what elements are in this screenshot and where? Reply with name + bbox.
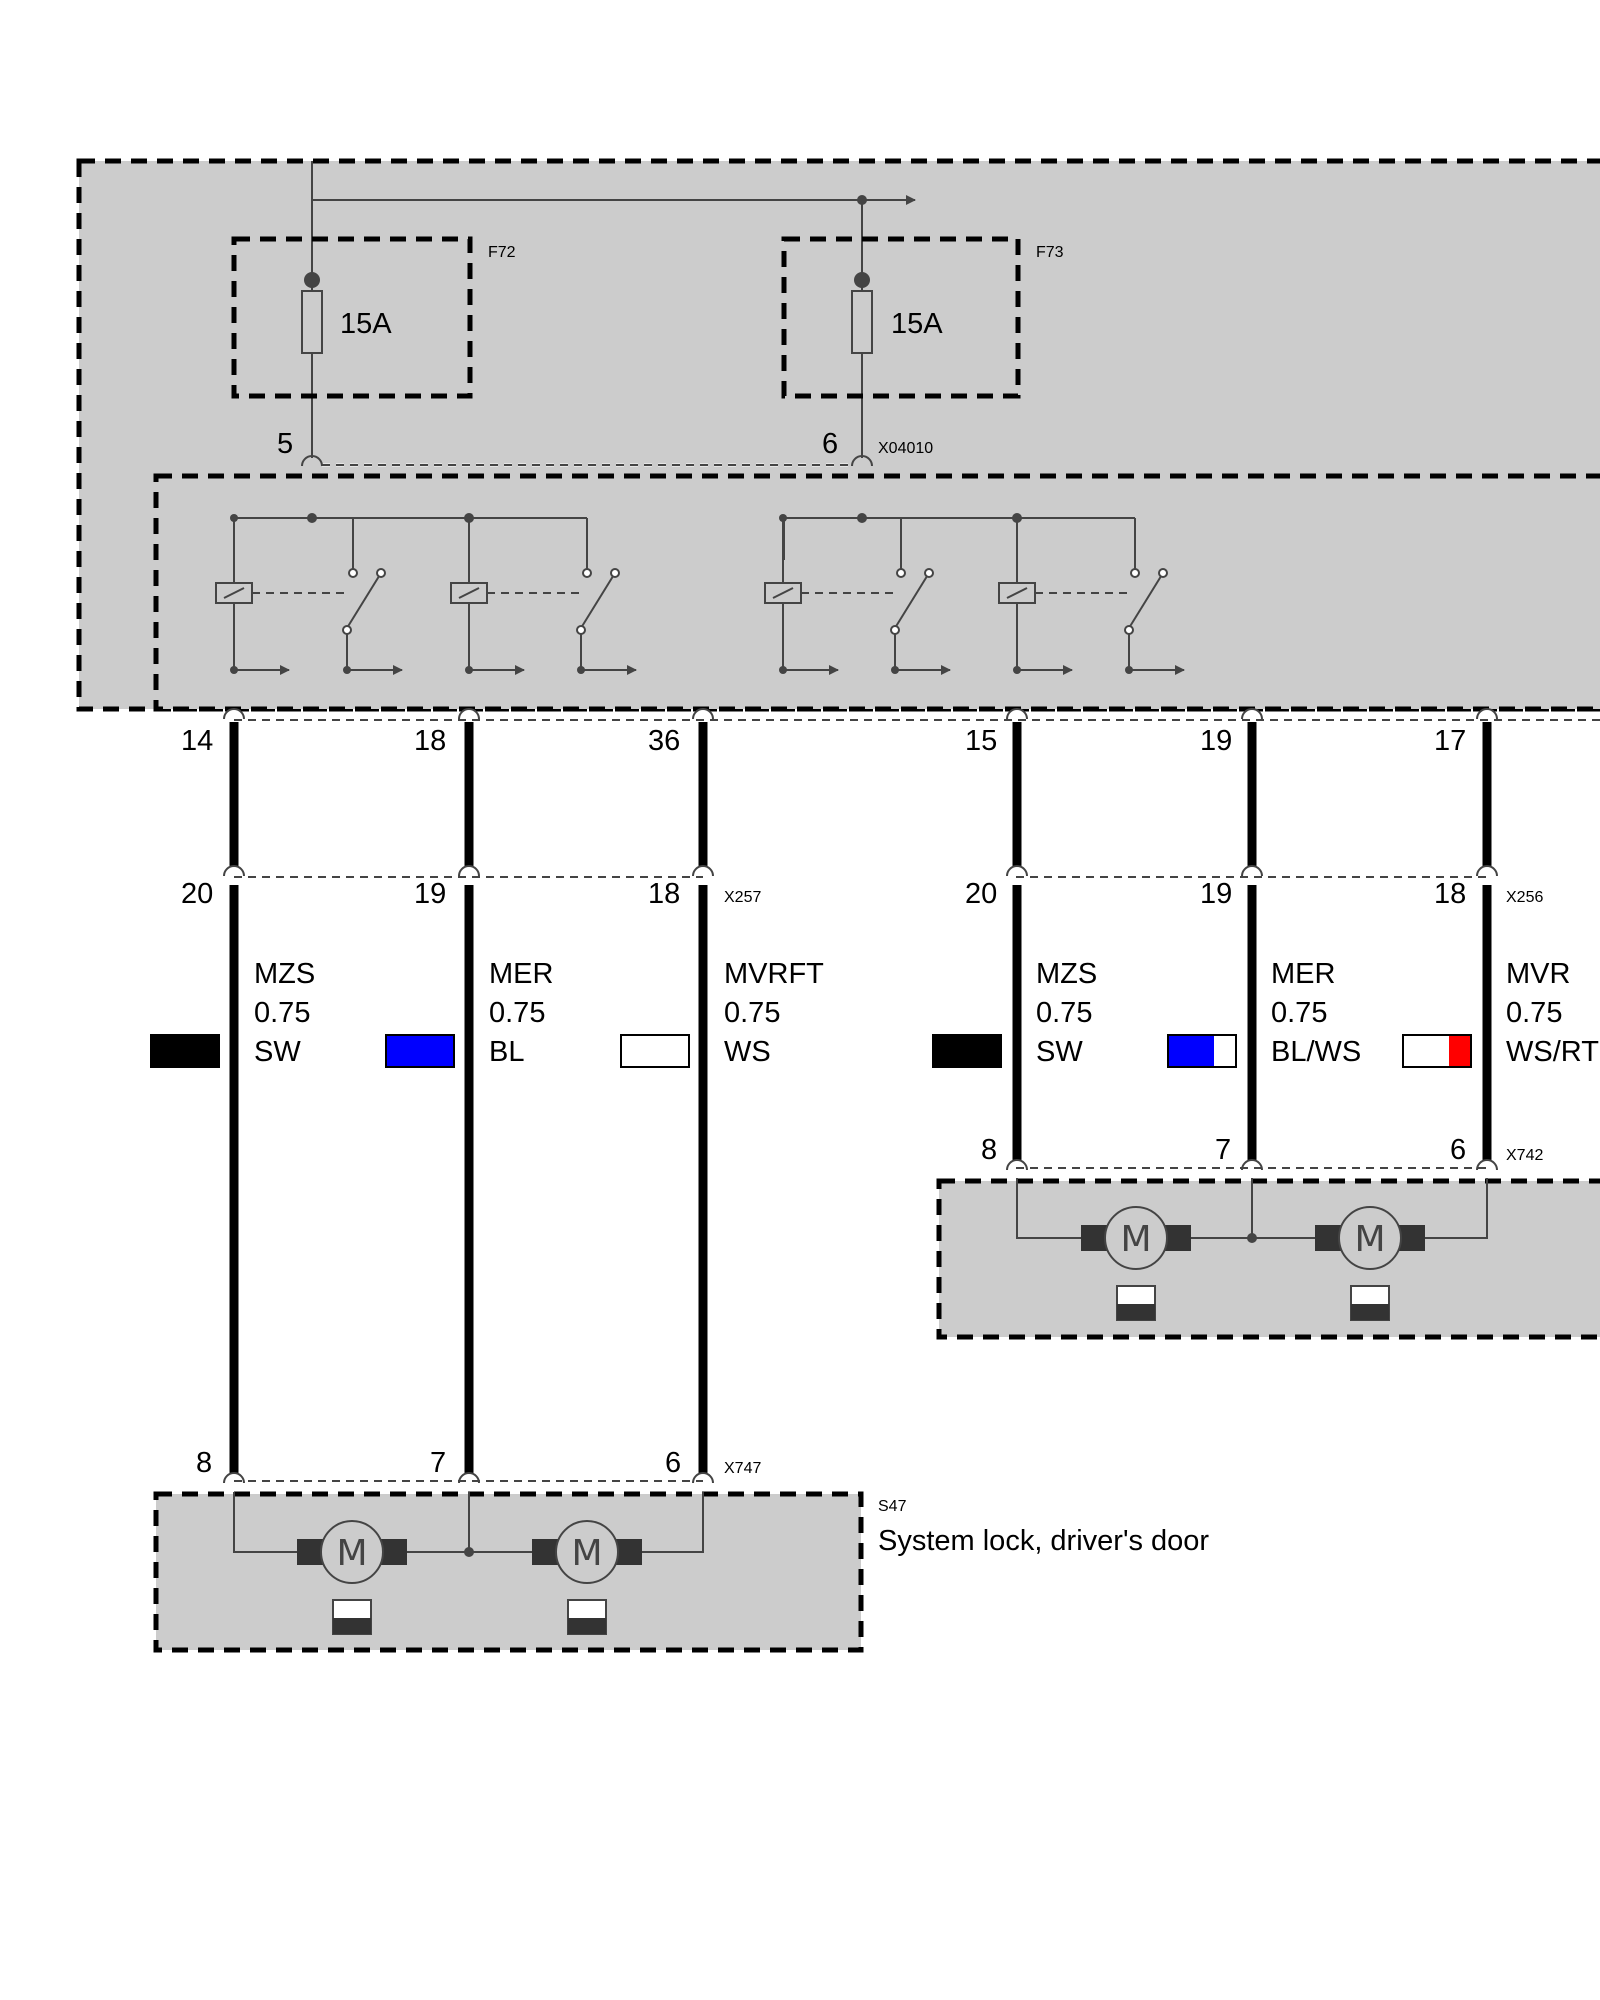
connector-x747-label: X747 [724,1460,761,1477]
connector-x04010-label: X04010 [878,440,933,457]
x747-pin-6: 6 [665,1447,681,1479]
wire-3-color-swatch [620,1034,690,1068]
pin-5: 5 [277,428,293,460]
wire-1-color-code: SW [254,1036,301,1068]
wire-5-signal: MER [1271,958,1335,990]
x742-pin-7: 7 [1215,1134,1231,1166]
wire-3-signal: MVRFT [724,958,824,990]
fuse-f73-label: F73 [1036,244,1064,261]
pin-19: 19 [1200,725,1232,757]
x256-pin-19: 19 [1200,878,1232,910]
wire-2-size: 0.75 [489,997,545,1029]
wire-3-size: 0.75 [724,997,780,1029]
relay-4 [998,514,1185,675]
relay-1 [215,514,403,675]
wire-6-signal: MVR [1506,958,1570,990]
pin-17: 17 [1434,725,1466,757]
fuse-f72: 15A F72 [231,236,516,399]
x747-pin-8: 8 [196,1447,212,1479]
motor-label: M [571,1533,602,1574]
motor-label: M [1354,1219,1385,1260]
fuse-f72-rating: 15A [340,308,392,340]
wire-labels: MZS 0.75 SW MER 0.75 BL MVRFT 0.75 WS MZ… [150,958,1599,1068]
component-s47-id: S47 [878,1498,907,1515]
motors: M M M M [297,1206,1425,1635]
wire-4-signal: MZS [1036,958,1097,990]
actuator-module-right: 8 7 6 X742 [936,1134,1600,1340]
relays [215,513,1185,675]
x742-pin-8: 8 [981,1134,997,1166]
motor-icon-2: M [1315,1206,1425,1321]
system-lock-drivers-door: 8 7 6 X747 S47 System lock, driver's doo… [153,1447,1209,1653]
pin-14: 14 [181,725,213,757]
connector-x256-label: X256 [1506,889,1543,906]
connector-x257: 20 19 18 X257 [181,876,761,910]
component-s47-name: System lock, driver's door [878,1525,1209,1557]
motor-label: M [336,1533,367,1574]
wire-6-size: 0.75 [1506,997,1562,1029]
wire-5-size: 0.75 [1271,997,1327,1029]
connector-x04010: 5 6 X04010 [277,428,933,467]
x257-pin-18: 18 [648,878,680,910]
pin-36: 36 [648,725,680,757]
wire-3-color-code: WS [724,1036,771,1068]
x256-pin-18: 18 [1434,878,1466,910]
pin-18: 18 [414,725,446,757]
motor-icon-4: M [532,1520,642,1635]
pin-6: 6 [822,428,838,460]
connector-x742-label: X742 [1506,1147,1543,1164]
x747-pin-7: 7 [430,1447,446,1479]
wire-1-signal: MZS [254,958,315,990]
wire-2-color-code: BL [489,1036,524,1068]
connector-x256: 20 19 18 X256 [965,876,1543,910]
wire-4-color-code: SW [1036,1036,1083,1068]
wire-4-color-swatch [932,1034,1002,1068]
wire-1-color-swatch [150,1034,220,1068]
wire-4-size: 0.75 [1036,997,1092,1029]
relay-3 [764,514,951,675]
relay-output-pins: 14 18 36 15 19 17 [181,725,1466,757]
relay-2 [450,514,637,675]
motor-icon-3: M [297,1520,407,1635]
wire-2-signal: MER [489,958,553,990]
wire-5-color-code: BL/WS [1271,1036,1361,1068]
pin-15: 15 [965,725,997,757]
wires [223,708,1498,1484]
x257-pin-19: 19 [414,878,446,910]
wire-1-size: 0.75 [254,997,310,1029]
fuse-f73: 15A F73 [781,236,1064,399]
motor-icon-1: M [1081,1206,1191,1321]
x256-pin-20: 20 [965,878,997,910]
motor-label: M [1120,1219,1151,1260]
wire-2-color-swatch [385,1034,455,1068]
fuse-f73-rating: 15A [891,308,943,340]
x257-pin-20: 20 [181,878,213,910]
fuse-f72-label: F72 [488,244,516,261]
wire-5-color-swatch [1167,1034,1237,1068]
wire-6-color-code: WS/RT [1506,1036,1599,1068]
x742-pin-6: 6 [1450,1134,1466,1166]
wire-6-color-swatch [1402,1034,1472,1068]
connector-x257-label: X257 [724,889,761,906]
